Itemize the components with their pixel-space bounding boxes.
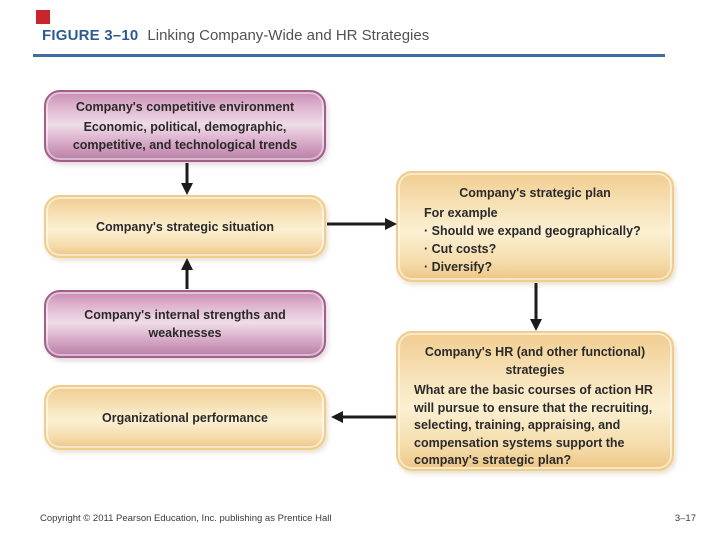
box-hr-strategies: Company's HR (and other functional) stra…	[396, 331, 674, 471]
arrow-hr-to-performance	[331, 411, 396, 423]
box-competitive-environment: Company's competitive environment Econom…	[44, 90, 326, 162]
box-body: What are the basic courses of action HR …	[414, 383, 653, 467]
box-title: Company's strategic plan	[459, 186, 611, 200]
example-bullet-list: Should we expand geographically? Cut cos…	[424, 222, 658, 276]
box-title: Company's strategic situation	[95, 219, 274, 234]
page-number: 3–17	[674, 513, 696, 524]
box-internal-strengths: Company's internal strengths and weaknes…	[44, 290, 326, 358]
example-intro: For example	[424, 206, 498, 220]
bullet-item: Should we expand geographically?	[424, 222, 658, 240]
arrow-plan-to-hr	[530, 283, 542, 331]
figure-label: FIGURE 3–10	[42, 27, 139, 44]
box-organizational-performance: Organizational performance	[44, 385, 326, 450]
box-title: Company's HR (and other functional) stra…	[424, 345, 646, 377]
figure-header: FIGURE 3–10 Linking Company-Wide and HR S…	[42, 27, 429, 45]
box-title: Company's competitive environment	[75, 100, 295, 114]
arrow-situation-to-plan	[327, 218, 397, 230]
box-body: Economic, political, demographic, compet…	[72, 120, 298, 152]
header-rule	[33, 54, 665, 57]
box-title: Company's internal strengths and weaknes…	[84, 308, 286, 340]
box-strategic-situation: Company's strategic situation	[44, 195, 326, 258]
arrow-strengths-to-situation	[181, 258, 193, 289]
box-title: Organizational performance	[101, 410, 268, 425]
figure-title: Linking Company-Wide and HR Strategies	[147, 27, 430, 44]
red-square-marker	[36, 10, 50, 24]
copyright-text: Copyright © 2011 Pearson Education, Inc.…	[40, 513, 332, 524]
box-strategic-plan: Company's strategic plan For example Sho…	[396, 171, 674, 282]
arrow-environment-to-situation	[181, 163, 193, 195]
box-example-block: For example Should we expand geographica…	[412, 204, 658, 276]
bullet-item: Cut costs?	[424, 240, 658, 258]
bullet-item: Diversify?	[424, 258, 658, 276]
